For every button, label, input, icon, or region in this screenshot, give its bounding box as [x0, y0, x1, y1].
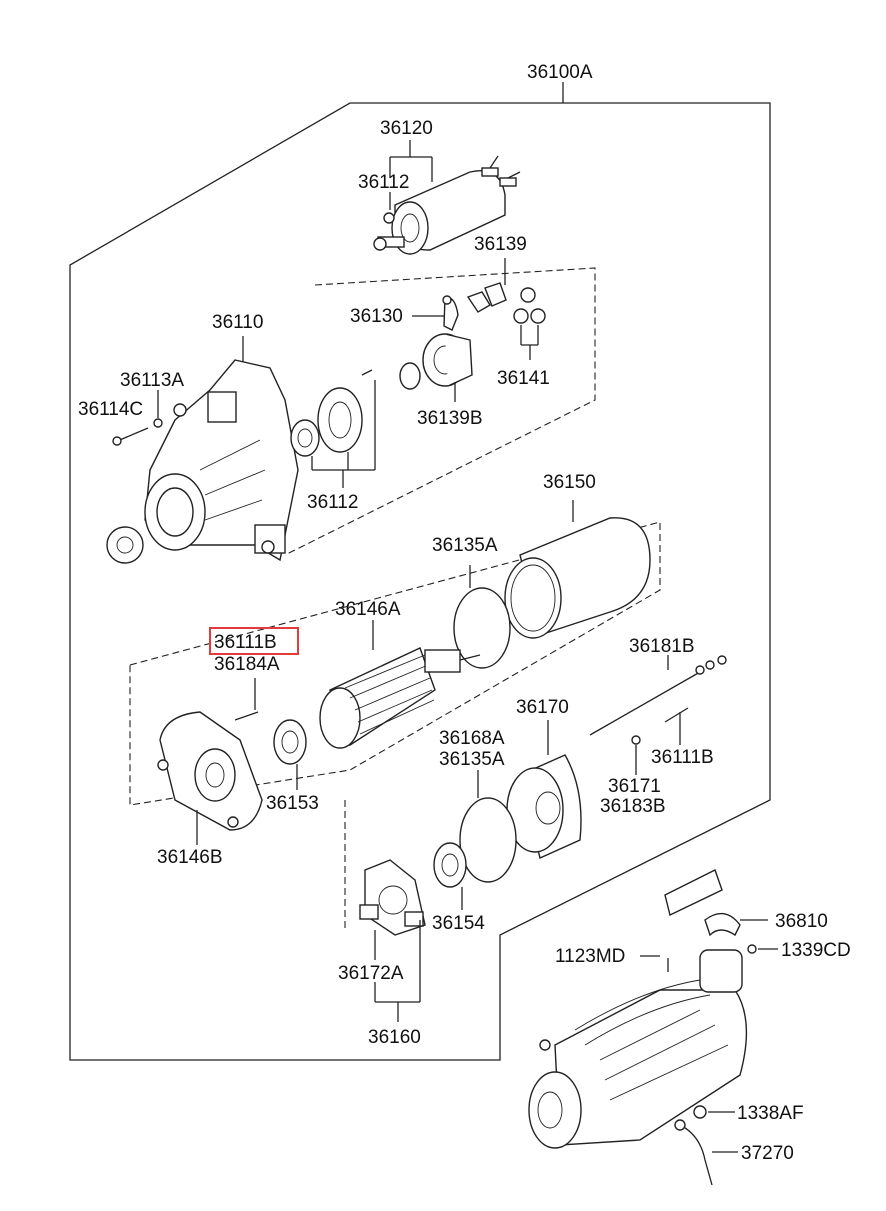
label-bearing-set: 36112: [307, 492, 358, 513]
label-lever: 36130: [350, 306, 403, 327]
nut-1338af: [693, 1105, 735, 1119]
label-bolt-b: 36111B: [651, 747, 714, 768]
oring-36135a-upper: [453, 587, 511, 669]
end-frame-part: [157, 711, 263, 845]
label-bolt-a: 36113A: [120, 370, 184, 391]
bearing-36153: [273, 719, 307, 790]
assembled-starter-part: [528, 949, 748, 1149]
bolt-36114c: [112, 427, 149, 446]
pinion-gear-part: [106, 526, 144, 564]
label-screw-a: 36184A: [214, 654, 280, 675]
label-yoke: 36150: [543, 472, 596, 493]
label-bearing-154: 36154: [432, 913, 485, 934]
label-assembly: 36100A: [527, 62, 593, 83]
bolt-1123md: [640, 955, 669, 972]
label-bolt-c: 36114C: [78, 399, 143, 420]
label-solenoid-sub: 36112: [358, 172, 409, 193]
label-solenoid: 36120: [380, 118, 433, 139]
armature-part: [319, 620, 481, 749]
bracket-36810: [664, 869, 768, 937]
label-end-frame: 36146B: [157, 847, 223, 868]
washer-36113a: [153, 418, 163, 428]
washer-36171: [631, 735, 641, 745]
label-lever-set: 36139: [474, 234, 527, 255]
highlight-box: [209, 627, 299, 655]
label-through-bolt: 36181B: [629, 636, 695, 657]
label-cable: 37270: [741, 1143, 794, 1164]
label-gears: 36141: [497, 368, 550, 389]
label-nut-af: 1338AF: [737, 1103, 804, 1124]
cable-37270: [674, 1119, 738, 1186]
label-cap-a: 36168A: [439, 728, 505, 749]
yoke-part: [504, 500, 651, 639]
oring-36135a-lower: [459, 797, 517, 883]
bolt-36111b: [664, 707, 689, 745]
label-nut: 36183B: [600, 796, 666, 817]
label-nut-cd: 1339CD: [781, 940, 851, 961]
rear-cover-part: [506, 720, 582, 859]
label-bearing-153: 36153: [266, 793, 319, 814]
screw-36184a: [234, 678, 259, 721]
label-brush-holder: 36160: [368, 1027, 421, 1048]
label-rear-cover: 36170: [516, 697, 569, 718]
bearing-36154: [433, 842, 467, 910]
solenoid-part: [373, 155, 521, 255]
group-upper-dashed: [284, 267, 596, 556]
clutch-part: [399, 333, 473, 402]
label-housing: 36110: [212, 312, 263, 333]
label-armature: 36146A: [335, 599, 401, 620]
label-oring-a: 36135A: [432, 535, 498, 556]
label-bracket: 36810: [775, 911, 828, 932]
label-clutch: 36139B: [417, 408, 483, 429]
through-bolt-part: [589, 655, 727, 736]
lever-parts: [442, 258, 546, 360]
bearing-plate-part: [290, 369, 373, 457]
label-oring-b: 36135A: [439, 749, 505, 770]
drive-housing-part: [144, 336, 299, 562]
nut-1339cd: [747, 944, 778, 954]
label-brush-plate: 36172A: [338, 963, 404, 984]
label-bolt-md: 1123MD: [555, 946, 625, 967]
label-washer: 36171: [608, 776, 661, 797]
label-highlighted: 36111B: [214, 632, 277, 653]
assembly-outline: [69, 102, 771, 1061]
brush-holder-part: [359, 859, 426, 1022]
